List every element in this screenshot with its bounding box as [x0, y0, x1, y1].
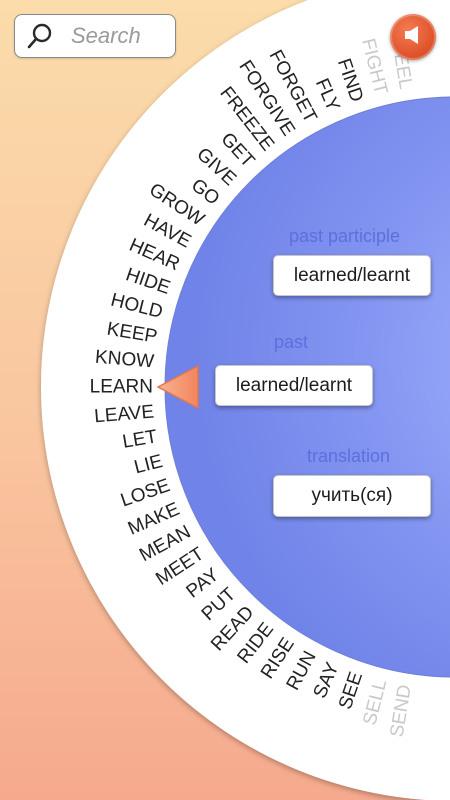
search-placeholder: Search — [71, 23, 141, 48]
verb-know[interactable]: KNOW — [94, 347, 155, 373]
verb-learn[interactable]: LEARN — [90, 377, 153, 398]
sound-button[interactable] — [390, 14, 436, 60]
selection-pointer — [156, 364, 199, 410]
past-participle-label: past participle — [289, 226, 401, 246]
past-participle-value: learned/learnt — [273, 255, 431, 296]
past-value: learned/learnt — [215, 365, 373, 406]
past-label: past — [274, 332, 309, 352]
translation-label: translation — [307, 446, 391, 466]
search-icon — [21, 16, 61, 56]
speaker-icon — [401, 23, 425, 52]
translation-value: учить(ся) — [273, 475, 431, 517]
verb-leave[interactable]: LEAVE — [93, 402, 154, 428]
search-box[interactable]: Search — [14, 14, 176, 58]
